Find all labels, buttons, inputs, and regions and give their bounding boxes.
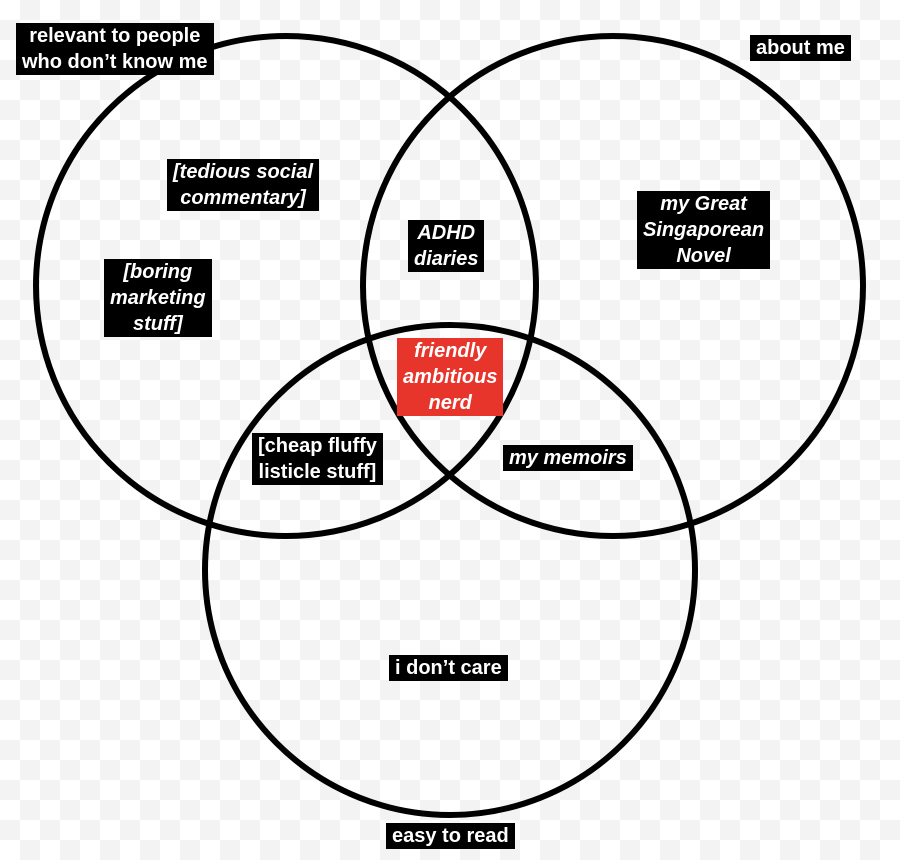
region-label-boring-marketing-stuff: [boring marketing stuff] [104, 259, 212, 337]
region-label-friendly-ambitious-nerd: friendly ambitious nerd [397, 338, 504, 416]
region-label-adhd-diaries: ADHD diaries [408, 220, 485, 272]
set-label-easy-to-read: easy to read [386, 823, 515, 849]
circle-easy-to-read [202, 322, 698, 818]
set-label-relevant: relevant to people who don’t know me [16, 23, 214, 75]
set-label-about-me: about me [750, 35, 851, 61]
region-label-my-memoirs: my memoirs [503, 445, 633, 471]
region-label-tedious-social-commentary: [tedious social commentary] [167, 159, 320, 211]
circle-relevant [33, 33, 539, 539]
region-label-cheap-fluffy-listicle: [cheap fluffy listicle stuff] [252, 433, 383, 485]
circle-about-me [360, 33, 866, 539]
region-label-great-singaporean-novel: my Great Singaporean Novel [637, 191, 771, 269]
region-label-i-dont-care: i don’t care [389, 655, 508, 681]
